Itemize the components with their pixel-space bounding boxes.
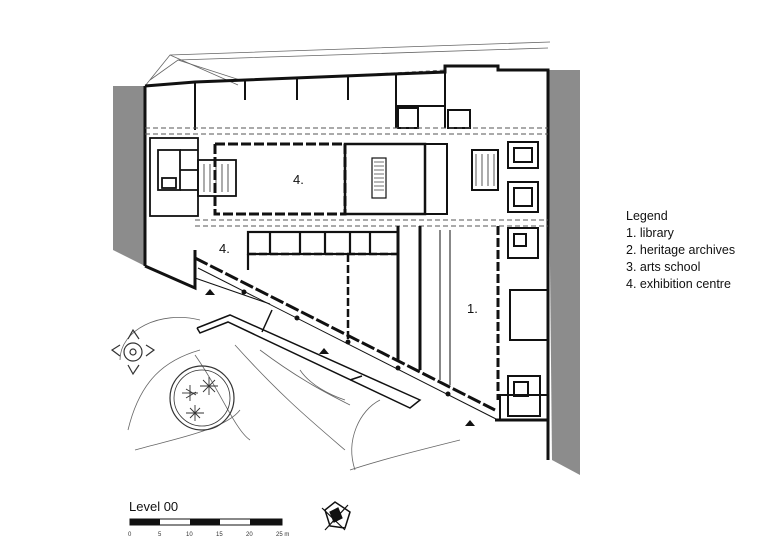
- scale-tick: 15: [216, 532, 223, 538]
- neighbour-building-right: [548, 70, 580, 475]
- room-number-exhibition-lower: 4.: [219, 241, 230, 256]
- room-number-library: 1.: [467, 301, 478, 316]
- exhibition-hall-upper: [213, 142, 448, 216]
- columns: [241, 289, 451, 397]
- room-number-exhibition-upper: 4.: [293, 172, 304, 187]
- left-core: [149, 137, 237, 217]
- legend-item: 4. exhibition centre: [626, 277, 731, 291]
- right-cores: [471, 141, 549, 421]
- legend-item: 3. arts school: [626, 260, 701, 274]
- entrance-markers: [205, 289, 475, 426]
- scale-tick: 25 m: [276, 532, 289, 538]
- landscape: [119, 317, 461, 471]
- scale-tick: 10: [186, 532, 193, 538]
- neighbour-building-left: [113, 86, 145, 266]
- tree-planter: [169, 365, 235, 431]
- legend: Legend 1. library 2. heritage archives 3…: [626, 208, 735, 293]
- scale-tick: 20: [246, 532, 253, 538]
- canopy: [196, 309, 422, 409]
- scale-tick: 5: [158, 532, 162, 538]
- corridor-lines: [145, 127, 548, 227]
- legend-title: Legend: [626, 209, 668, 223]
- scale-tick: 0: [128, 532, 132, 538]
- level-title: Level 00: [129, 499, 179, 514]
- legend-item: 2. heritage archives: [626, 243, 736, 257]
- fountain: [110, 328, 156, 376]
- lower-rooms: [246, 226, 500, 400]
- north-arrow-icon: [321, 501, 351, 531]
- diagonal-facade: [194, 256, 499, 421]
- scale-bar: 0 5 10 15 20 25 m: [128, 518, 289, 538]
- legend-item: 1. library: [626, 226, 674, 240]
